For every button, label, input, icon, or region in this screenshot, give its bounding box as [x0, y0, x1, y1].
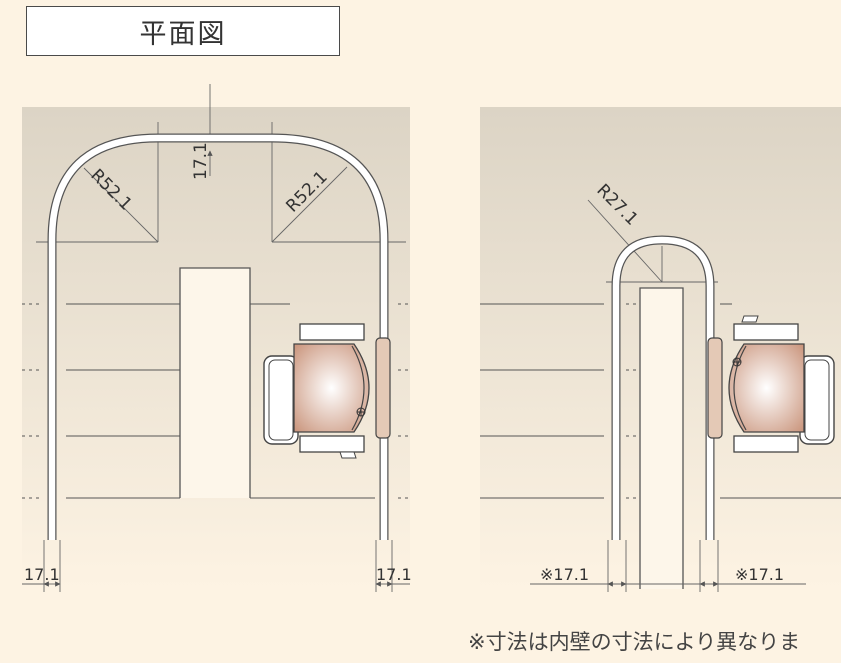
right-chair: [707, 315, 835, 453]
left-step-lines: [22, 303, 410, 499]
dimension-note: ※寸法は内壁の寸法により異なりま: [468, 630, 801, 654]
right-step-lines: [480, 303, 841, 499]
left-chair: [263, 323, 391, 459]
right-center-wall: [639, 287, 684, 589]
right-bottom-label-b: ※17.1: [735, 565, 784, 584]
right-bottom-label-a: ※17.1: [540, 565, 589, 584]
left-bottom-label-b: 17.1: [376, 565, 412, 584]
left-top-gap-label: 17.1: [191, 142, 211, 180]
right-plan: R27.1 ※17.1 ※17.1: [480, 107, 841, 592]
right-construction-lines: [530, 199, 806, 592]
left-center-wall: [179, 267, 251, 498]
left-bottom-label-a: 17.1: [24, 565, 60, 584]
plan-title: 平面図: [26, 6, 340, 56]
left-plan: R52.1 R52.1 17.1 17.1 17.1: [22, 84, 412, 592]
